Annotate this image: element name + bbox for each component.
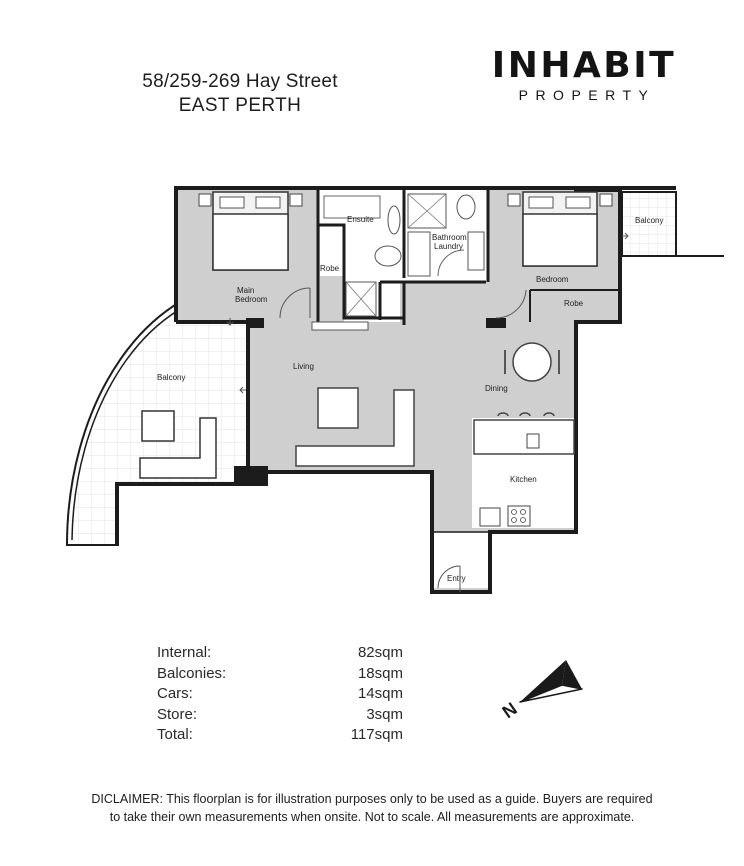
label-living: Living	[293, 362, 314, 371]
area-value: 18sqm	[357, 664, 403, 682]
area-row-cars: Cars: 14sqm	[157, 684, 407, 705]
label-kitchen: Kitchen	[510, 475, 537, 484]
label-entry: Entry	[447, 574, 466, 583]
area-row-internal: Internal: 82sqm	[157, 643, 407, 664]
area-label: Total:	[157, 726, 193, 743]
label-ensuite: Ensuite	[347, 215, 374, 224]
brand-subtitle: PROPERTY	[518, 87, 656, 103]
disclaimer-text: DICLAIMER: This floorplan is for illustr…	[91, 792, 653, 824]
area-label: Store:	[157, 705, 198, 723]
area-value: 14sqm	[357, 685, 403, 702]
address-suburb: EAST PERTH	[178, 95, 302, 116]
property-address: 58/259-269 Hay Street EAST PERTH	[100, 70, 380, 118]
area-row-store: Store: 3sqm	[157, 705, 407, 726]
kitchen-fixtures	[473, 412, 575, 527]
area-value: 3sqm	[366, 705, 403, 723]
label-bathroom: Bathroom	[432, 233, 467, 242]
area-label: Balconies:	[157, 664, 227, 682]
address-street: 58/259-269 Hay Street	[142, 71, 338, 92]
area-value: 117sqm	[350, 726, 403, 743]
brand-logo: INHABIT PROPERTY	[486, 44, 682, 102]
area-row-balconies: Balconies: 18sqm	[157, 664, 407, 685]
area-row-total: Total: 117sqm	[157, 725, 407, 746]
north-arrow-icon: N	[499, 660, 583, 722]
balcony-seat	[139, 417, 217, 479]
balcony-large	[65, 280, 249, 546]
balcony-table	[141, 410, 175, 442]
dining-table	[504, 342, 560, 382]
ensuite-fixtures	[323, 195, 402, 317]
area-label: Cars:	[157, 685, 193, 702]
bathroom-fixtures	[407, 193, 485, 277]
label-laundry: Laundry	[434, 242, 463, 251]
living-furniture	[295, 321, 415, 467]
label-balcony-large: Balcony	[157, 373, 185, 382]
balcony-small	[621, 191, 677, 257]
label-balcony-small: Balcony	[635, 216, 663, 225]
area-value: 82sqm	[357, 644, 403, 661]
label-main-bedroom-2: Bedroom	[235, 295, 268, 304]
area-label: Internal:	[157, 644, 212, 661]
main-bed	[198, 191, 303, 271]
brand-name: INHABIT	[491, 45, 677, 86]
label-robe-main: Robe	[320, 264, 340, 273]
label-bedroom: Bedroom	[536, 275, 569, 284]
label-dining: Dining	[485, 384, 508, 393]
label-main-bedroom-1: Main	[237, 286, 254, 295]
area-summary: Internal: 82sqm Balconies: 18sqm Cars: 1…	[157, 643, 407, 746]
walls	[115, 186, 676, 594]
second-bed	[507, 191, 613, 267]
north-letter: N	[499, 698, 521, 722]
label-robe-second: Robe	[564, 299, 584, 308]
